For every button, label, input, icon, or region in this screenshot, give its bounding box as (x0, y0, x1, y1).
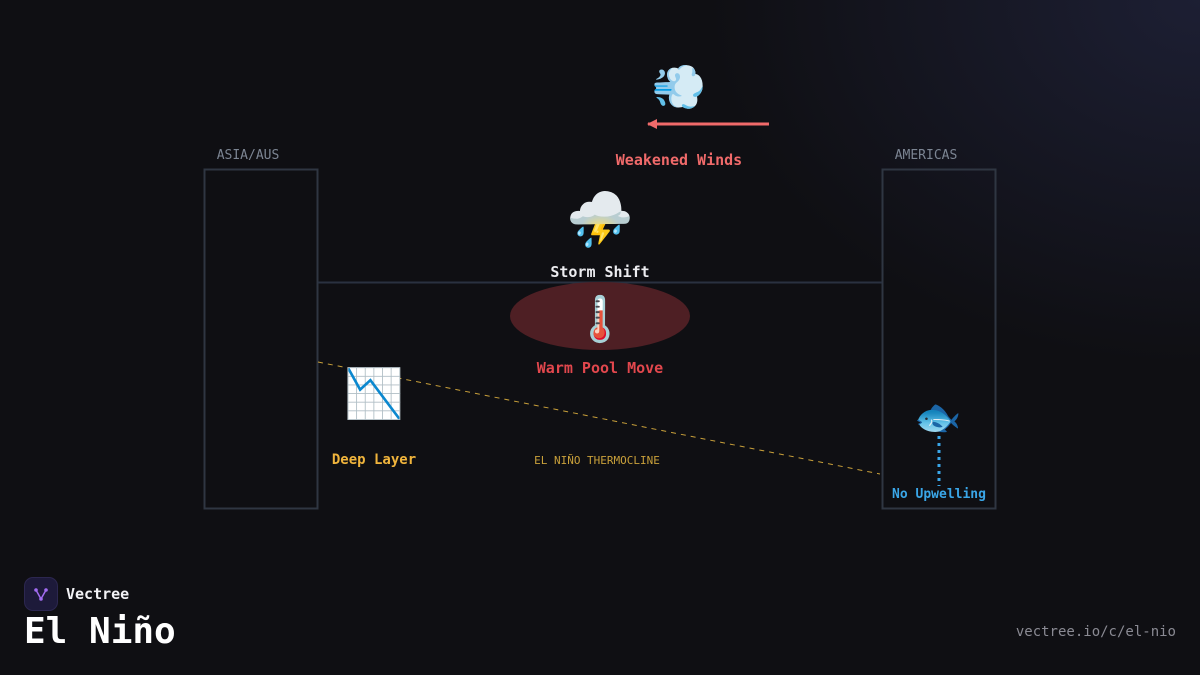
wind-icon: 💨 (652, 62, 707, 113)
americas-region-label: AMERICAS (895, 148, 958, 163)
thermometer-icon: 🌡️ (573, 294, 628, 345)
asia-region-label: ASIA/AUS (217, 148, 280, 163)
brand-name: Vectree (66, 585, 130, 603)
no-upwelling-label: No Upwelling (892, 487, 986, 502)
americas-region-box (881, 168, 997, 510)
storm-icon: ⛈️ (566, 188, 633, 251)
chart-decreasing-icon: 📉 (344, 366, 404, 422)
page-url[interactable]: vectree.io/c/el-nio (1015, 624, 1176, 640)
vectree-logo-icon (24, 577, 58, 611)
deep-layer-label: Deep Layer (332, 452, 416, 468)
warm-pool-label: Warm Pool Move (537, 359, 663, 377)
fish-icon: 🐟 (914, 395, 961, 439)
storm-shift-label: Storm Shift (550, 263, 649, 281)
thermocline-label: EL NIÑO THERMOCLINE (534, 454, 660, 467)
brand: Vectree (24, 577, 129, 611)
weakened-winds-label: Weakened Winds (616, 151, 742, 169)
asia-region-box (203, 168, 319, 510)
warm-pool-ellipse (510, 282, 690, 350)
page-title: El Niño (24, 611, 176, 652)
